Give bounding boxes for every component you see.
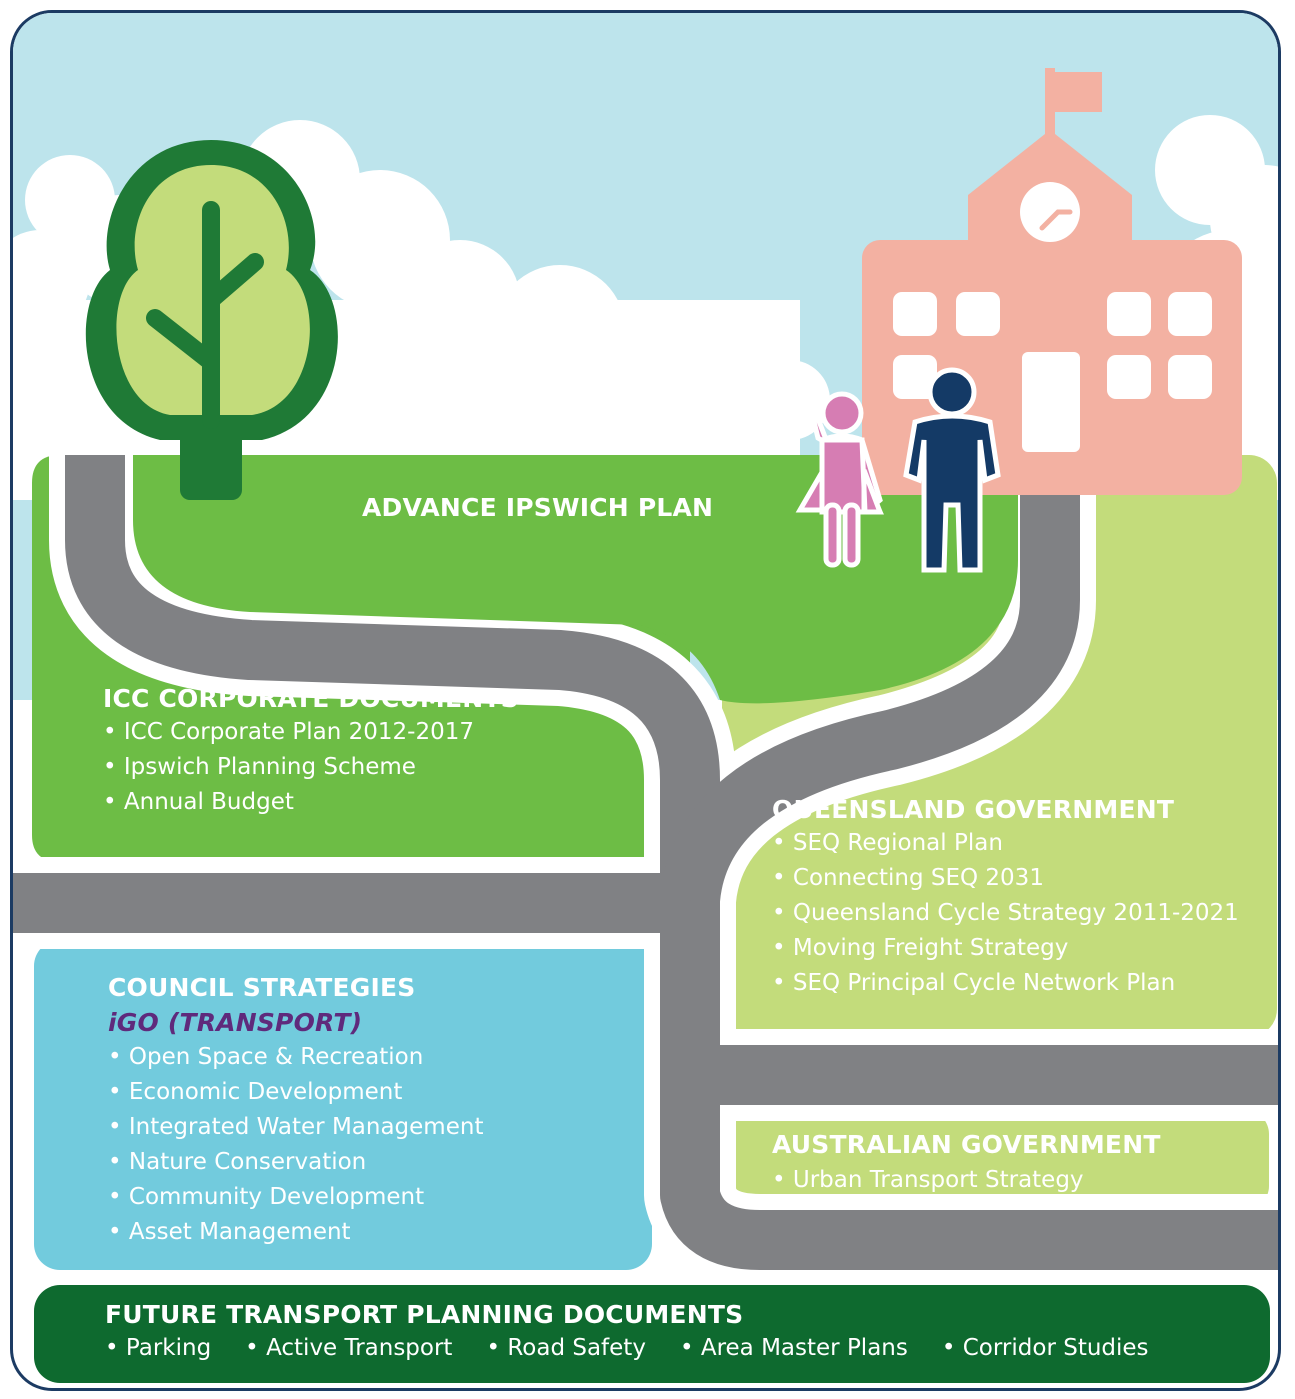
advance-panel (133, 455, 1018, 704)
icc-title: ICC CORPORATE DOCUMENTS (103, 684, 519, 713)
council-highlight: iGO (TRANSPORT) (108, 1008, 363, 1037)
scene: ADVANCE IPSWICH PLAN ICC CORPORATE DOCUM… (13, 13, 1278, 1388)
queensland-item: Connecting SEQ 2031 (772, 861, 1239, 896)
future-item: Area Master Plans (680, 1335, 908, 1361)
icc-item: ICC Corporate Plan 2012-2017 (103, 715, 474, 750)
icc-list: ICC Corporate Plan 2012-2017 Ipswich Pla… (103, 715, 474, 820)
council-item: Open Space & Recreation (108, 1040, 483, 1075)
council-item: Asset Management (108, 1215, 483, 1250)
council-item: Community Development (108, 1180, 483, 1215)
future-item: Parking (105, 1335, 211, 1361)
infographic-frame: ADVANCE IPSWICH PLAN ICC CORPORATE DOCUM… (10, 10, 1281, 1391)
queensland-list: SEQ Regional Plan Connecting SEQ 2031 Qu… (772, 826, 1239, 1001)
council-item: Economic Development (108, 1075, 483, 1110)
icc-item: Ipswich Planning Scheme (103, 750, 474, 785)
tree-icon (85, 140, 338, 500)
man-icon (903, 367, 1001, 573)
future-item: Corridor Studies (942, 1335, 1149, 1361)
woman-icon (795, 384, 884, 568)
queensland-item: Moving Freight Strategy (772, 931, 1239, 966)
future-list: Parking Active Transport Road Safety Are… (105, 1335, 1183, 1361)
future-item: Active Transport (245, 1335, 452, 1361)
australian-item: Urban Transport Strategy (772, 1163, 1084, 1198)
council-item: Nature Conservation (108, 1145, 483, 1180)
council-title: COUNCIL STRATEGIES (108, 973, 416, 1002)
queensland-item: SEQ Principal Cycle Network Plan (772, 966, 1239, 1001)
queensland-item: SEQ Regional Plan (772, 826, 1239, 861)
advance-title: ADVANCE IPSWICH PLAN (362, 493, 714, 522)
queensland-title: QUEENSLAND GOVERNMENT (772, 795, 1175, 824)
australian-list: Urban Transport Strategy (772, 1163, 1084, 1198)
road (13, 455, 1278, 1286)
future-title: FUTURE TRANSPORT PLANNING DOCUMENTS (105, 1300, 744, 1329)
icc-item: Annual Budget (103, 785, 474, 820)
queensland-item: Queensland Cycle Strategy 2011-2021 (772, 896, 1239, 931)
illustration (13, 13, 1278, 1383)
council-list: Open Space & Recreation Economic Develop… (108, 1040, 484, 1250)
council-item: Integrated Water Management (108, 1110, 484, 1145)
australian-title: AUSTRALIAN GOVERNMENT (772, 1130, 1161, 1159)
future-item: Road Safety (486, 1335, 646, 1361)
